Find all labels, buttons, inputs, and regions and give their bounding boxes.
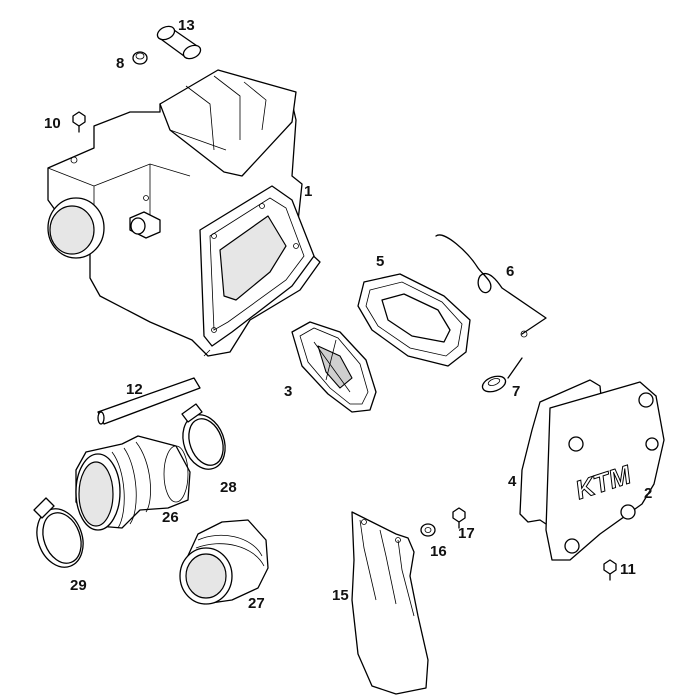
part-17-screw bbox=[452, 507, 466, 529]
callout-10: 10 bbox=[44, 115, 61, 132]
callout-2: 2 bbox=[644, 485, 652, 502]
callout-3: 3 bbox=[284, 383, 292, 400]
part-12-hose bbox=[97, 377, 201, 425]
callout-17: 17 bbox=[458, 525, 475, 542]
part-26-intake-boot bbox=[75, 435, 191, 531]
part-7-pin bbox=[481, 357, 523, 393]
callout-6: 6 bbox=[506, 263, 514, 280]
callout-26: 26 bbox=[162, 509, 179, 526]
part-27-connector bbox=[179, 519, 269, 605]
callout-15: 15 bbox=[332, 587, 349, 604]
part-15-mud-flap bbox=[351, 511, 429, 695]
callout-29: 29 bbox=[70, 577, 87, 594]
callout-8: 8 bbox=[116, 55, 124, 72]
callout-4: 4 bbox=[508, 473, 517, 490]
callout-5: 5 bbox=[376, 253, 384, 270]
callout-7: 7 bbox=[512, 383, 520, 400]
part-10-bolt bbox=[72, 111, 86, 133]
callout-27: 27 bbox=[248, 595, 265, 612]
part-16-washer bbox=[420, 523, 436, 537]
callout-1: 1 bbox=[304, 183, 312, 200]
part-6-wire-clip bbox=[435, 234, 547, 338]
part-28-clamp bbox=[181, 403, 226, 470]
callout-13: 13 bbox=[178, 17, 195, 34]
part-29-clamp bbox=[33, 497, 84, 568]
callout-16: 16 bbox=[430, 543, 447, 560]
callout-labels: 13 8 10 1 5 6 7 3 12 28 4 2 26 17 16 29 … bbox=[44, 17, 652, 612]
part-2-side-cover: KTM bbox=[545, 381, 665, 561]
part-1-airbox bbox=[47, 69, 321, 357]
part-8-plug bbox=[132, 51, 148, 65]
part-3-filter-cage bbox=[291, 321, 377, 413]
part-11-bolt bbox=[603, 559, 617, 581]
callout-12: 12 bbox=[126, 381, 143, 398]
part-5-air-filter bbox=[357, 273, 471, 367]
callout-28: 28 bbox=[220, 479, 237, 496]
callout-11: 11 bbox=[620, 561, 636, 578]
part-13-tube bbox=[156, 25, 202, 60]
